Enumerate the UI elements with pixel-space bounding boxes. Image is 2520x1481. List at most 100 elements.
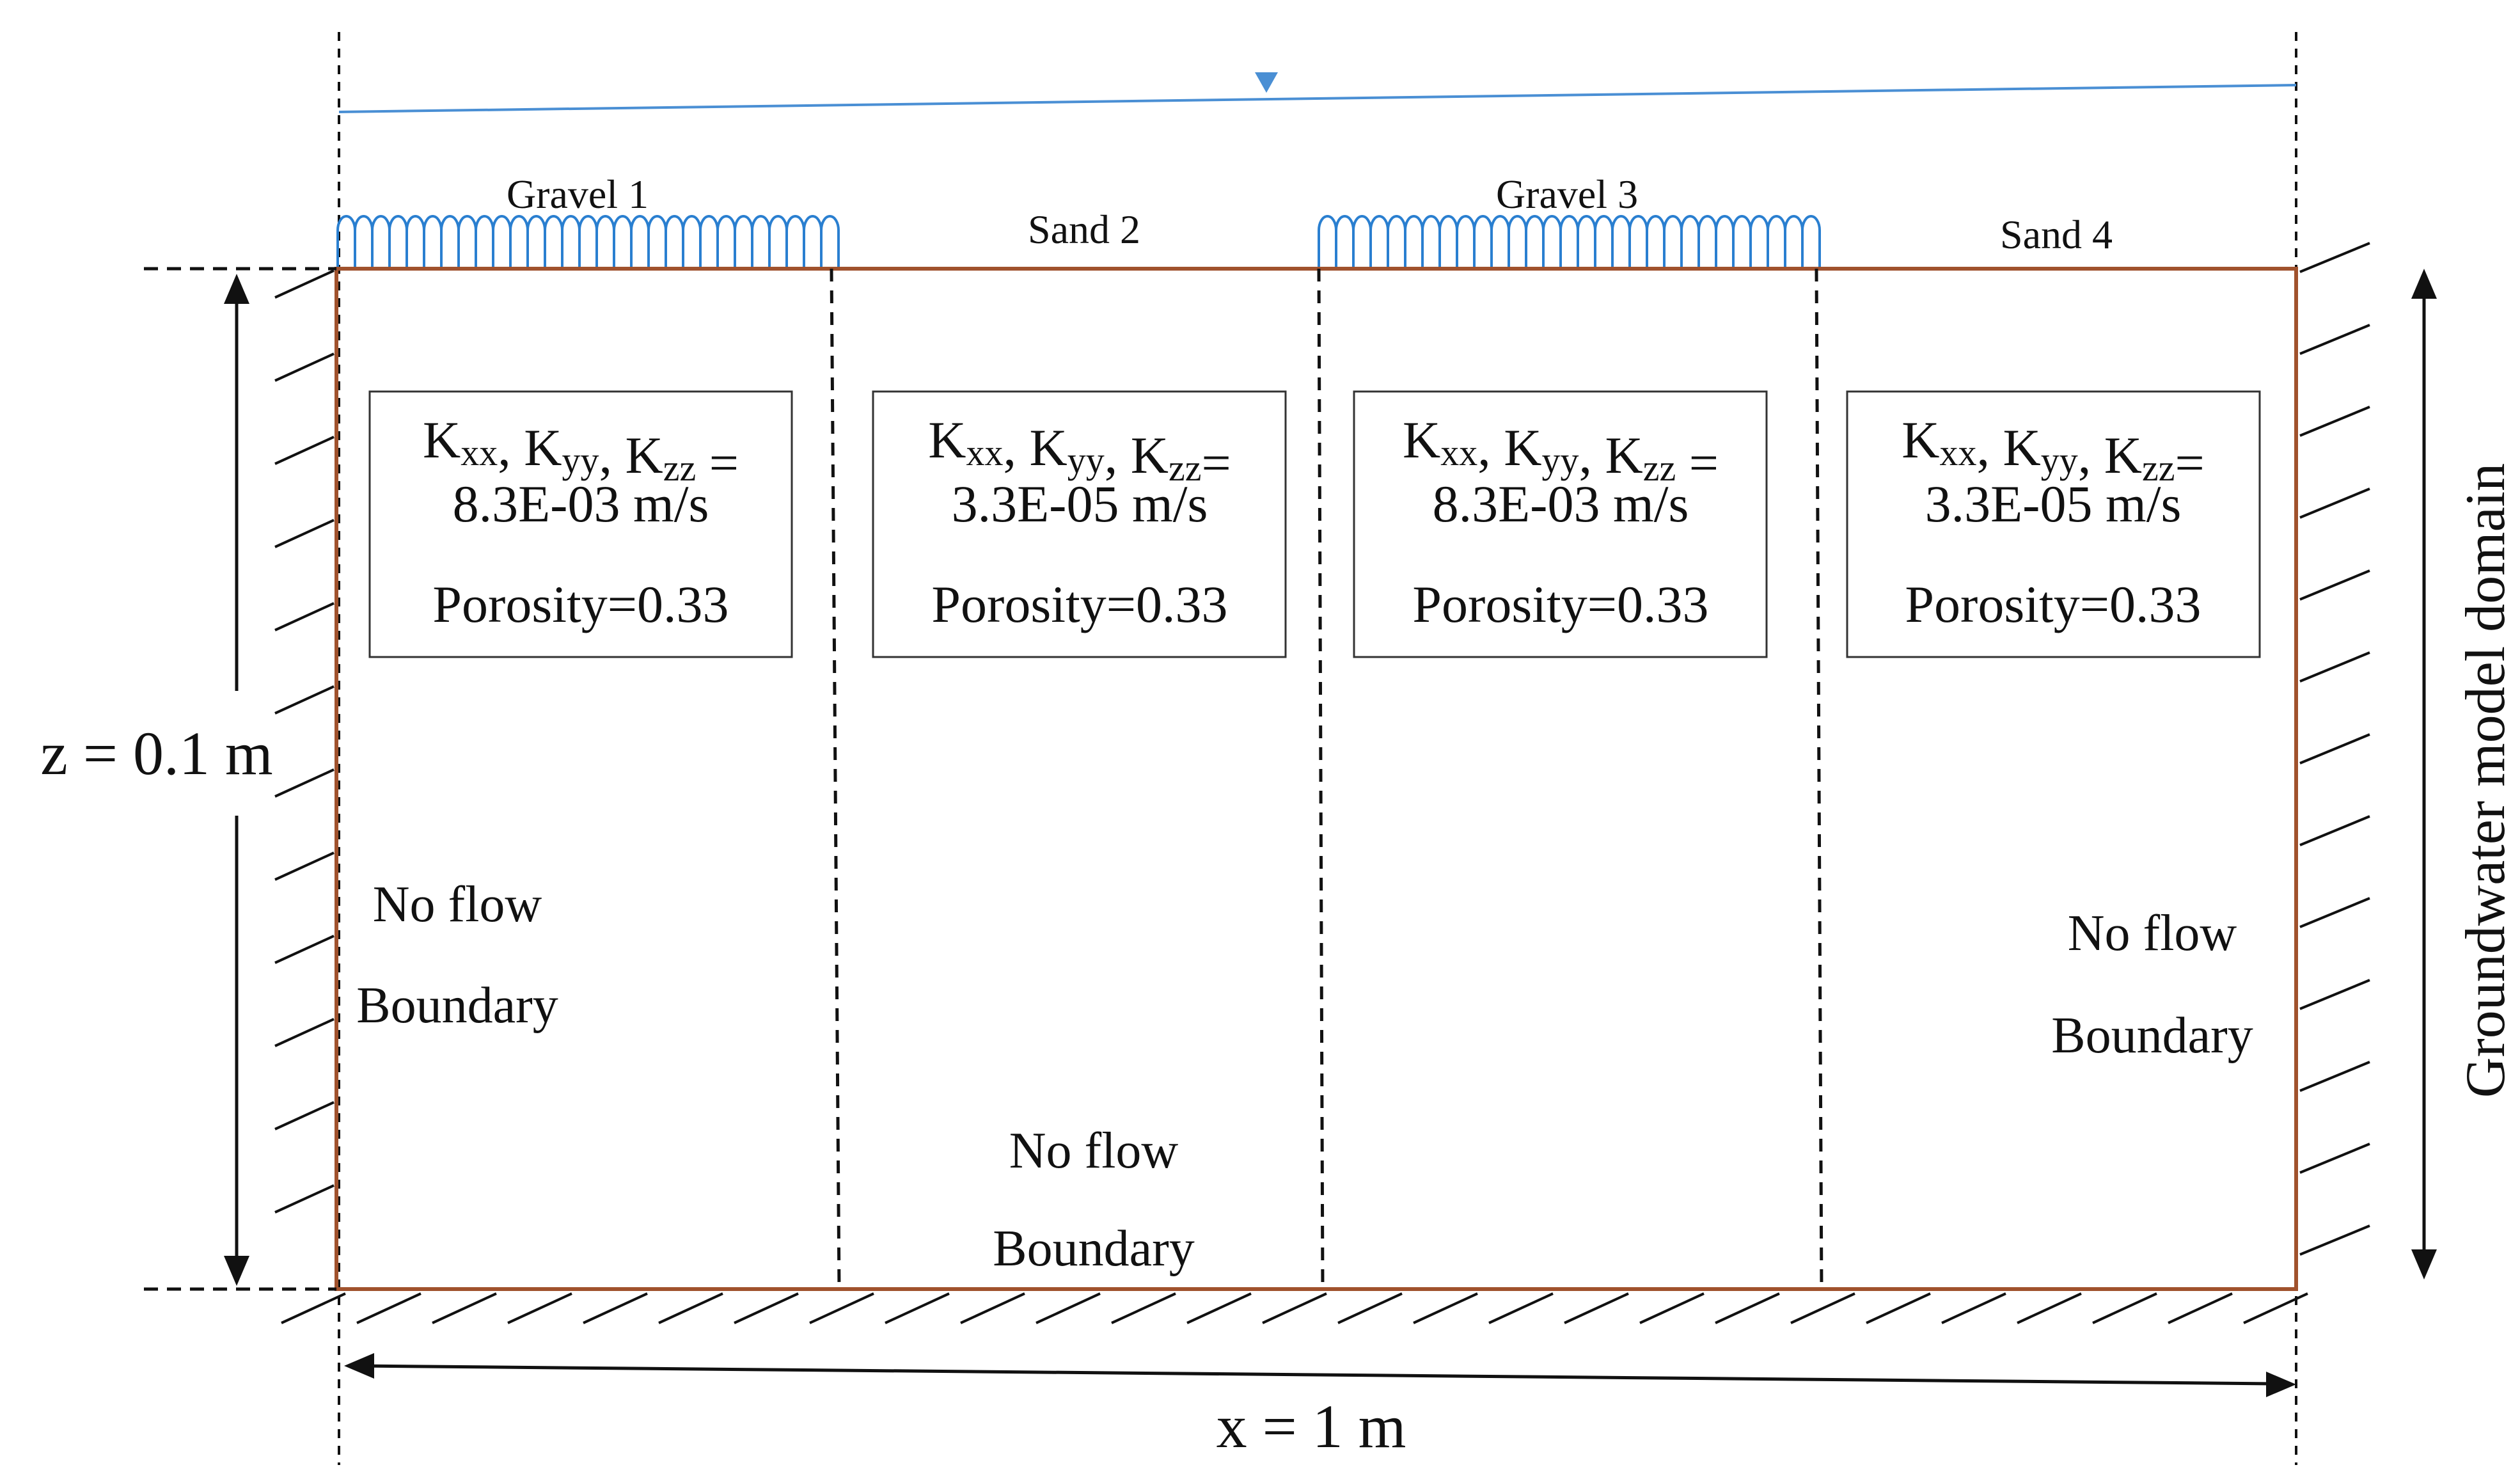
hatch-mark <box>583 1292 648 1324</box>
hatch-mark <box>274 685 335 715</box>
hatch-mark <box>1186 1292 1252 1324</box>
hatch-mark <box>1413 1292 1478 1324</box>
left-hatching <box>274 269 335 1214</box>
conductivity-label: Kxx, Kyy, Kzz = <box>1403 411 1719 492</box>
bottom-hatching <box>281 1292 2308 1324</box>
hatch-mark <box>1036 1292 1101 1324</box>
x-arrow-shaft <box>358 1364 2278 1386</box>
property-box-frame <box>1353 390 1768 658</box>
water-table-line <box>338 84 2297 113</box>
property-box-sand-4: Kxx, Kyy, Kzz= 3.3E-05 m/s Porosity=0.33 <box>1846 390 2261 658</box>
model-domain-boundary <box>335 267 2298 1291</box>
hatch-mark <box>274 1184 335 1214</box>
hatch-mark <box>281 1292 346 1324</box>
hatch-mark <box>2299 324 2370 355</box>
hatch-mark <box>274 436 335 465</box>
hatch-mark <box>1866 1292 1931 1324</box>
hatch-mark <box>734 1292 799 1324</box>
water-table-symbol <box>1255 72 1278 93</box>
porosity-value: Porosity=0.33 <box>1412 575 1708 633</box>
hatch-mark <box>274 602 335 631</box>
gravel-1-surface <box>336 215 840 267</box>
x-dimension-label: x = 1 m <box>1217 1392 1406 1461</box>
bottom-boundary-line-1: No flow <box>1009 1123 1179 1179</box>
hatch-mark <box>2168 1292 2233 1324</box>
hatch-mark <box>1639 1292 1705 1324</box>
hatch-mark <box>2299 1061 2370 1092</box>
z-dimension-arrow <box>224 274 249 1286</box>
hatch-mark <box>274 352 335 382</box>
conductivity-label: Kxx, Kyy, Kzz = <box>423 411 739 492</box>
porosity-value: Porosity=0.33 <box>931 575 1227 633</box>
hatch-mark <box>2017 1292 2082 1324</box>
hatch-mark <box>2092 1292 2157 1324</box>
gravel-3-surface <box>1318 215 1821 267</box>
hatch-mark <box>356 1292 421 1324</box>
hatch-mark <box>274 1101 335 1130</box>
hatch-mark <box>1564 1292 1629 1324</box>
hatch-mark <box>1941 1292 2006 1324</box>
hatch-mark <box>1337 1292 1403 1324</box>
hatch-mark <box>2299 651 2370 683</box>
hatch-mark <box>1790 1292 1855 1324</box>
hatch-mark <box>2299 487 2370 519</box>
conductivity-value: 3.3E-05 m/s <box>1925 475 2182 533</box>
hatch-mark <box>2299 733 2370 764</box>
hatch-mark <box>2299 979 2370 1010</box>
porosity-value: Porosity=0.33 <box>432 575 728 633</box>
z-arrow-head-up <box>224 274 249 304</box>
zone-label-sand-2: Sand 2 <box>1028 207 1140 252</box>
right-boundary-line-1: No flow <box>2068 905 2237 962</box>
hatch-mark <box>2299 1143 2370 1174</box>
hatch-mark <box>274 935 335 964</box>
conductivity-value: 3.3E-05 m/s <box>952 475 1208 533</box>
porosity-value: Porosity=0.33 <box>1905 575 2201 633</box>
hatch-mark <box>2299 569 2370 601</box>
hatch-mark <box>885 1292 950 1324</box>
gravel-coil <box>336 215 840 267</box>
property-box-gravel-1: Kxx, Kyy, Kzz = 8.3E-03 m/s Porosity=0.3… <box>368 390 793 658</box>
zone-label-gravel-1: Gravel 1 <box>507 171 649 217</box>
zone-label-sand-4: Sand 4 <box>2000 212 2113 257</box>
domain-label: Groundwater model domain <box>2455 463 2517 1098</box>
domain-extent-arrow <box>2411 269 2437 1279</box>
conductivity-value: 8.3E-03 m/s <box>1433 475 1689 533</box>
property-box-frame <box>1846 390 2261 658</box>
z-dimension-label: z = 0.1 m <box>40 719 272 788</box>
property-box-frame <box>368 390 793 658</box>
conductivity-label: Kxx, Kyy, Kzz= <box>928 411 1231 492</box>
hatch-mark <box>1262 1292 1327 1324</box>
gravel-coil <box>1318 215 1821 267</box>
hatch-mark <box>2243 1292 2308 1324</box>
hatch-mark <box>658 1292 723 1324</box>
hatch-mark <box>274 1018 335 1047</box>
hatch-mark <box>507 1292 572 1324</box>
z-arrow-head-down <box>224 1256 249 1286</box>
property-box-gravel-3: Kxx, Kyy, Kzz = 8.3E-03 m/s Porosity=0.3… <box>1353 390 1768 658</box>
right-hatching <box>2299 242 2370 1256</box>
hatch-mark <box>2299 1224 2370 1256</box>
hatch-mark <box>1488 1292 1554 1324</box>
hatch-mark <box>2299 815 2370 846</box>
left-boundary-line-1: No flow <box>373 876 542 933</box>
bottom-boundary-line-2: Boundary <box>993 1221 1195 1277</box>
zone-divider-1 <box>830 268 841 1290</box>
hatch-mark <box>274 519 335 548</box>
hatch-mark <box>960 1292 1025 1324</box>
hatch-mark <box>274 851 335 881</box>
property-box-sand-2: Kxx, Kyy, Kzz= 3.3E-05 m/s Porosity=0.33 <box>872 390 1287 658</box>
domain-arrow-head-up <box>2411 269 2437 299</box>
conductivity-label: Kxx, Kyy, Kzz= <box>1902 411 2204 492</box>
zone-label-gravel-3: Gravel 3 <box>1496 171 1638 217</box>
zone-divider-3 <box>1815 268 1823 1290</box>
hatch-mark <box>432 1292 497 1324</box>
hatch-mark <box>1111 1292 1176 1324</box>
right-boundary-line-2: Boundary <box>2051 1008 2253 1064</box>
left-boundary-line-2: Boundary <box>356 978 558 1034</box>
hatch-mark <box>2299 406 2370 437</box>
hatch-mark <box>274 269 335 299</box>
hatch-mark <box>2299 897 2370 928</box>
hatch-mark <box>1715 1292 1780 1324</box>
zone-divider-2 <box>1317 268 1325 1290</box>
